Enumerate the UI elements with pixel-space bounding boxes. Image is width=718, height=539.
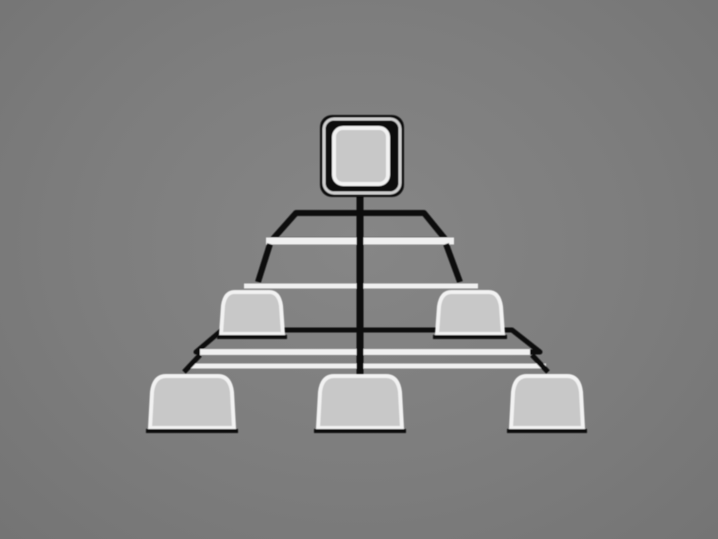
tier-1-left-strut <box>255 243 273 283</box>
terminal-dome-body <box>219 290 285 336</box>
node-layer <box>146 115 587 433</box>
terminal-dome-body <box>435 290 505 336</box>
monitor-screen <box>332 126 390 186</box>
monitor-icon <box>320 115 404 197</box>
terminal-dome-icon <box>433 290 507 339</box>
tier-2-right-strut <box>530 353 550 374</box>
terminal-dome-body <box>148 374 236 430</box>
tier-2-left-strut <box>182 353 202 374</box>
connector-layer <box>182 196 550 380</box>
terminal-dome-body <box>509 374 585 430</box>
terminal-dome-icon <box>217 290 287 339</box>
tier-2-platform-back-edge <box>193 327 543 355</box>
terminal-dome-body <box>316 374 404 430</box>
terminal-dome-icon <box>507 374 587 433</box>
terminal-dome-icon <box>146 374 238 433</box>
tier-1-right-strut <box>443 242 463 284</box>
monitor-bezel <box>322 117 402 195</box>
terminal-dome-icon <box>314 374 406 433</box>
